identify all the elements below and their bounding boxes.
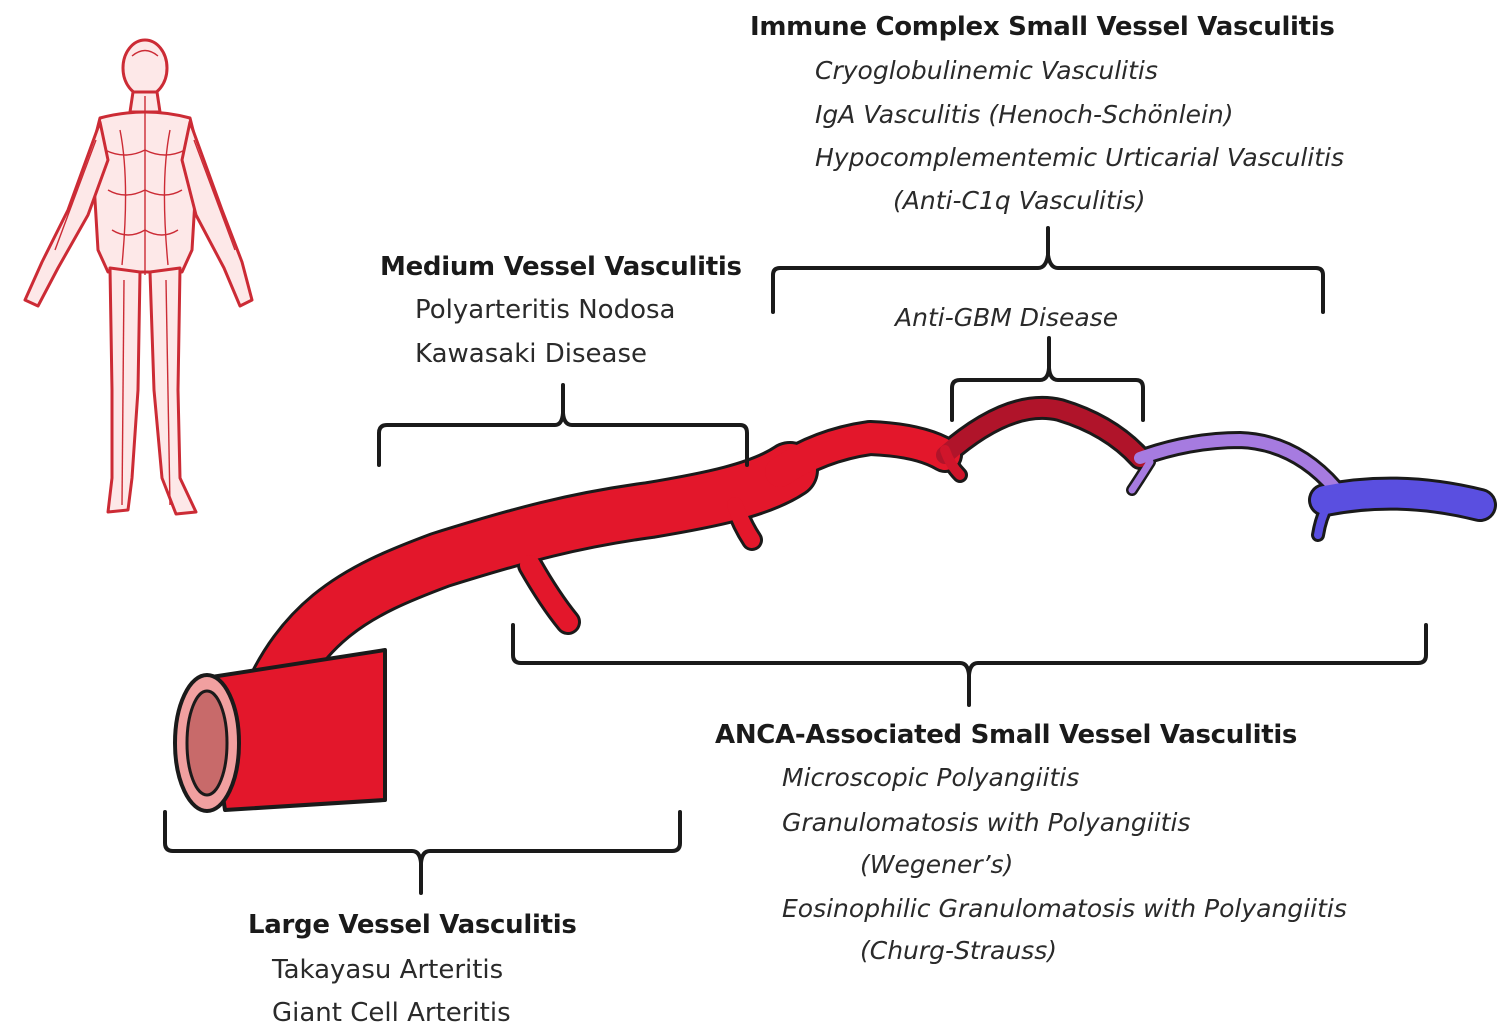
anca-item-gpa: Granulomatosis with Polyangiitis	[782, 810, 1190, 835]
immune-complex-item-anti-c1q: (Anti-C1q Vasculitis)	[893, 188, 1146, 213]
immune-complex-item-cryoglobulinemic: Cryoglobulinemic Vasculitis	[815, 58, 1158, 83]
human-body-icon	[25, 40, 252, 514]
immune-complex-bracket	[773, 228, 1323, 312]
anca-item-wegener: (Wegener’s)	[860, 852, 1013, 877]
anca-item-mpa: Microscopic Polyangiitis	[782, 765, 1079, 790]
medium-vessel-item-kawasaki: Kawasaki Disease	[415, 341, 647, 367]
immune-complex-heading: Immune Complex Small Vessel Vasculitis	[750, 14, 1335, 40]
large-vessel-item-gca: Giant Cell Arteritis	[272, 1000, 511, 1026]
anca-item-egpa: Eosinophilic Granulomatosis with Polyang…	[782, 896, 1347, 921]
anca-heading: ANCA-Associated Small Vessel Vasculitis	[715, 722, 1297, 748]
immune-complex-item-hypocomplementemic: Hypocomplementemic Urticarial Vasculitis	[815, 145, 1344, 170]
large-vessel-heading: Large Vessel Vasculitis	[248, 912, 577, 938]
large-vessel-bracket	[165, 812, 680, 893]
medium-vessel-item-pan: Polyarteritis Nodosa	[415, 297, 675, 323]
anca-bracket	[513, 625, 1426, 705]
blood-vessel-tree	[175, 408, 1480, 811]
anca-item-churg-strauss: (Churg-Strauss)	[860, 938, 1057, 963]
large-vessel-item-takayasu: Takayasu Arteritis	[272, 957, 503, 983]
medium-vessel-bracket	[379, 385, 747, 465]
anti-gbm-label: Anti-GBM Disease	[895, 305, 1118, 330]
immune-complex-item-iga: IgA Vasculitis (Henoch-Schönlein)	[815, 102, 1234, 127]
medium-vessel-heading: Medium Vessel Vasculitis	[380, 254, 742, 280]
